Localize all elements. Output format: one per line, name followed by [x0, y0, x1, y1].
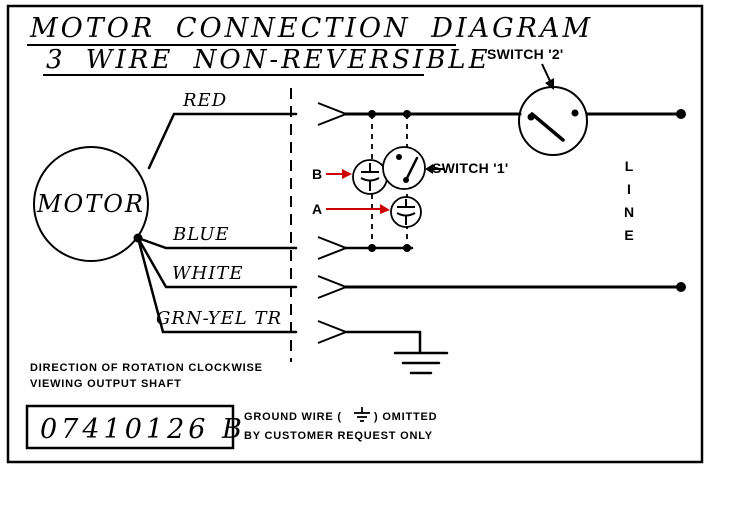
- motor-symbol: MOTOR: [33, 146, 149, 262]
- line-terminal-dot-top: [676, 109, 686, 119]
- switch2-label: SWITCH '2': [487, 46, 564, 62]
- white-wire-left: [136, 236, 298, 289]
- title-line1: MOTOR CONNECTION DIAGRAM: [29, 13, 593, 44]
- ground-omitted-note: GROUND WIRE ( ) OMITTED BY CUSTOMER REQU…: [244, 407, 437, 442]
- blue-wire-left: [136, 236, 298, 250]
- rotation-note-line1: DIRECTION OF ROTATION CLOCKWISE: [30, 362, 263, 374]
- switch1-circle: [382, 146, 426, 190]
- switch1-symbol: [382, 146, 426, 190]
- line-label: L I N E: [624, 158, 634, 243]
- capacitor-branch: [352, 110, 426, 252]
- mini-ground-icon: [354, 407, 370, 422]
- ground-note-line2: BY CUSTOMER REQUEST ONLY: [244, 430, 433, 442]
- red-wire-left: [147, 112, 298, 170]
- switch1-contact-dot: [396, 154, 402, 160]
- capacitor-annotations: B A: [312, 166, 390, 217]
- switch1-arrowhead: [425, 164, 433, 174]
- junction-dot: [403, 244, 411, 252]
- capacitor-b-label: B: [312, 166, 322, 182]
- switch2-arrow-line: [541, 63, 551, 82]
- rotation-note-line2: VIEWING OUTPUT SHAFT: [30, 378, 182, 390]
- line-letter: I: [627, 181, 631, 197]
- capacitor-a-circle: [390, 196, 422, 228]
- part-number-block: 07410126 B: [25, 404, 246, 450]
- capacitor-a-arrowhead: [380, 204, 390, 214]
- switch2-blade: [530, 112, 565, 142]
- switch1-label: SWITCH '1': [432, 160, 509, 176]
- ground-note-post: ) OMITTED: [374, 411, 437, 423]
- rotation-note: DIRECTION OF ROTATION CLOCKWISE VIEWING …: [30, 362, 263, 390]
- part-number: 07410126 B: [40, 414, 246, 445]
- blue-wire-label: BLUE: [172, 224, 230, 245]
- line-letter: N: [624, 204, 634, 220]
- title-line2: 3 WIRE NON-REVERSIBLE: [46, 45, 491, 75]
- capacitor-a-label: A: [312, 201, 322, 217]
- junction-dot: [368, 110, 376, 118]
- capacitor-a-symbol: [390, 196, 422, 228]
- switch-callouts: SWITCH '2' SWITCH '1': [425, 46, 564, 176]
- wire-labels: RED BLUE WHITE GRN-YEL TR: [156, 90, 282, 329]
- motor-label: MOTOR: [36, 190, 145, 218]
- part-number-box: [25, 404, 235, 450]
- line-letter: L: [625, 158, 634, 174]
- line-terminal-dot-bottom: [676, 282, 686, 292]
- drawing-border: [6, 4, 704, 464]
- ground-note-pre: GROUND WIRE (: [244, 411, 342, 423]
- capacitor-b-symbol: [352, 159, 388, 195]
- white-wire-label: WHITE: [172, 263, 243, 284]
- junction-dot: [368, 244, 376, 252]
- ground-wire-label: GRN-YEL TR: [156, 308, 282, 329]
- motor-leads: [136, 112, 298, 334]
- motor-circle: [33, 146, 149, 262]
- switch1-blade: [404, 156, 419, 182]
- switch2-contact-dot: [571, 109, 579, 117]
- title-block: MOTOR CONNECTION DIAGRAM 3 WIRE NON-REVE…: [27, 13, 593, 76]
- ground-wire-left: [136, 236, 298, 334]
- line-letter: E: [624, 227, 633, 243]
- junction-dot: [403, 110, 411, 118]
- red-wire-label: RED: [182, 90, 227, 111]
- earth-ground-symbol: [393, 330, 449, 375]
- capacitor-b-arrowhead: [342, 169, 352, 179]
- switch2-arrowhead: [545, 78, 554, 90]
